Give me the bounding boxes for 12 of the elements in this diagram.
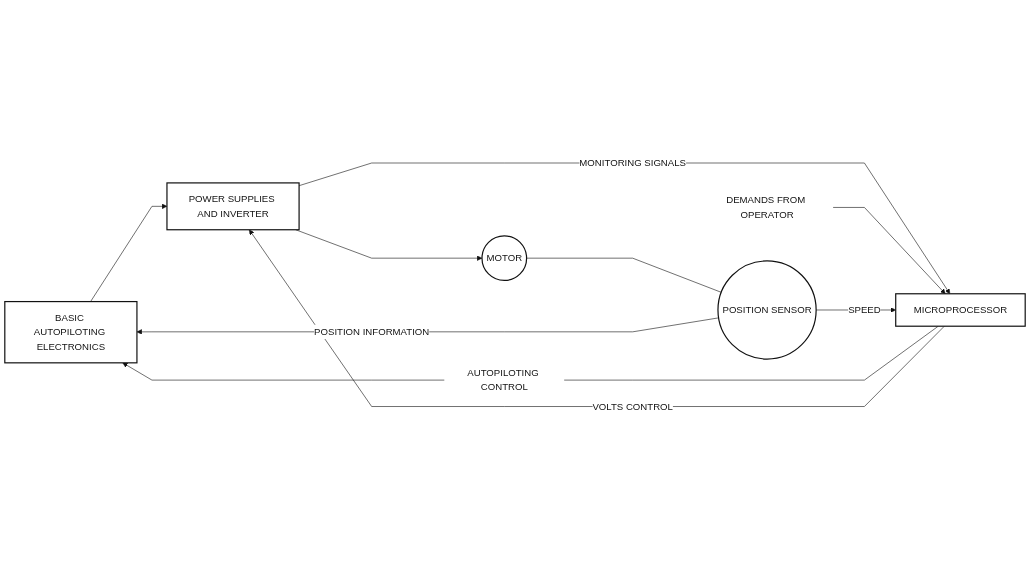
connector [526,258,722,293]
node-box: POWER SUPPLIES AND INVERTER [166,182,300,231]
edge-label: VOLTS CONTROL [592,401,673,412]
edge-label: AUTOPILOTING CONTROL [467,367,539,393]
node-text: DEMANDS FROM OPERATOR [726,195,806,220]
node-circle: MOTOR [481,235,528,282]
edge-label: MONITORING SIGNALS [579,157,686,169]
node-box: BASIC AUTOPILOTING ELECTRONICS [4,301,138,364]
node-box: MICROPROCESSOR [895,293,1026,328]
edge-label: POSITION INFORMATION [314,326,430,337]
node-circle: POSITION SENSOR [717,260,817,360]
edge-label: SPEED [848,304,881,316]
